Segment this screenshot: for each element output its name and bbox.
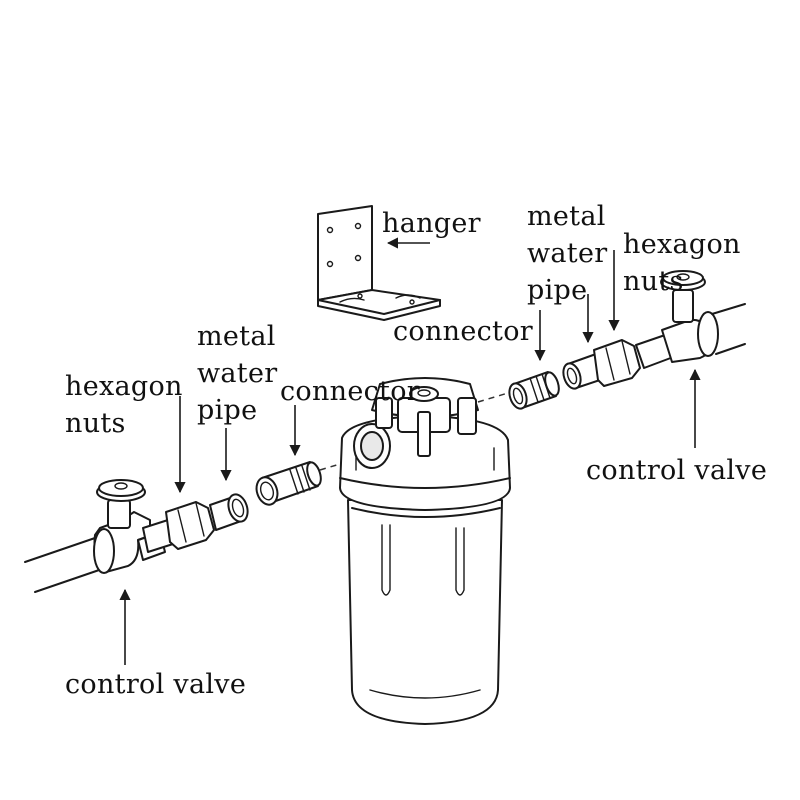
label-left-control-valve: control valve bbox=[65, 669, 246, 700]
filter-housing bbox=[340, 378, 510, 724]
left-metal-water-pipe bbox=[210, 492, 251, 530]
right-hexagon-nut bbox=[594, 334, 676, 386]
label-right-hexagon-line-2: nuts bbox=[623, 266, 684, 297]
label-right-connector: connector bbox=[393, 316, 533, 347]
label-left-pipe-line-1: metal bbox=[197, 321, 276, 352]
label-left-pipe-line-2: water bbox=[197, 358, 277, 389]
left-hexagon-nut bbox=[143, 502, 214, 552]
left-connector bbox=[253, 461, 323, 508]
label-left-hexagon-line-1: hexagon bbox=[65, 371, 183, 402]
right-connector bbox=[506, 371, 561, 411]
label-hanger: hanger bbox=[382, 208, 481, 239]
label-right-pipe-line-2: water bbox=[527, 238, 607, 269]
label-left-pipe-line-3: pipe bbox=[197, 395, 257, 426]
label-right-control-valve: control valve bbox=[586, 455, 767, 486]
label-left-hexagon-line-2: nuts bbox=[65, 408, 126, 439]
label-right-pipe-line-3: pipe bbox=[527, 275, 587, 306]
left-supply-pipe bbox=[25, 538, 105, 592]
label-right-hexagon-line-1: hexagon bbox=[623, 229, 741, 260]
label-right-pipe-line-1: metal bbox=[527, 201, 606, 232]
label-left-connector: connector bbox=[280, 376, 420, 407]
